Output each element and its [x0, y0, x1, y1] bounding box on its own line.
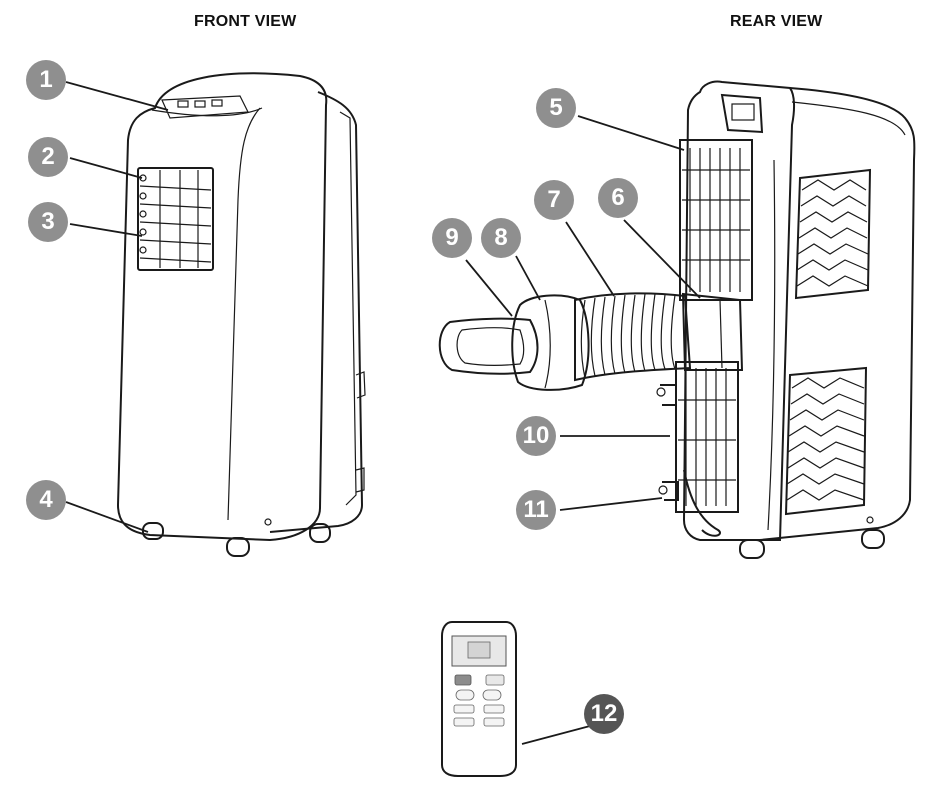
- callout-3: 3: [28, 202, 68, 242]
- rear-side-body: [759, 87, 916, 541]
- power-cord: [683, 469, 721, 537]
- callout-6: 6: [598, 178, 638, 218]
- rear-back-panel: [682, 80, 796, 541]
- callout-2: 2: [28, 137, 68, 177]
- callout-5: 5: [536, 88, 576, 128]
- lower-filter: [675, 361, 739, 513]
- front-louver-grille: [137, 167, 214, 271]
- upper-filter: [679, 139, 753, 301]
- callout-9: 9: [432, 218, 472, 258]
- rear-unit: [656, 80, 916, 559]
- exhaust-hose: [574, 292, 692, 382]
- upper-drain: [660, 384, 677, 406]
- front-unit: [116, 72, 366, 557]
- callout-1: 1: [26, 60, 66, 100]
- rear-view-title: REAR VIEW: [730, 13, 823, 30]
- window-adaptor: [511, 294, 590, 391]
- callout-11: 11: [516, 490, 556, 530]
- exhaust-hose-assembly: [438, 292, 744, 391]
- callout-4: 4: [26, 480, 66, 520]
- callout-7: 7: [534, 180, 574, 220]
- front-body: [116, 72, 328, 542]
- front-side-panel: [269, 91, 364, 533]
- rear-handle: [720, 93, 764, 134]
- remote-control: [441, 621, 517, 777]
- front-side-handle: [355, 371, 366, 399]
- callout-12: 12: [584, 694, 624, 734]
- control-panel: [161, 95, 249, 119]
- side-grille-lower: [784, 366, 868, 516]
- callout-8: 8: [481, 218, 521, 258]
- side-grille-upper: [794, 168, 872, 300]
- unit-adaptor: [681, 292, 744, 371]
- lower-drain: [662, 481, 679, 501]
- rear-casters: [739, 529, 885, 559]
- window-nozzle: [438, 317, 539, 375]
- callout-10: 10: [516, 416, 556, 456]
- front-view-title: FRONT VIEW: [194, 13, 297, 30]
